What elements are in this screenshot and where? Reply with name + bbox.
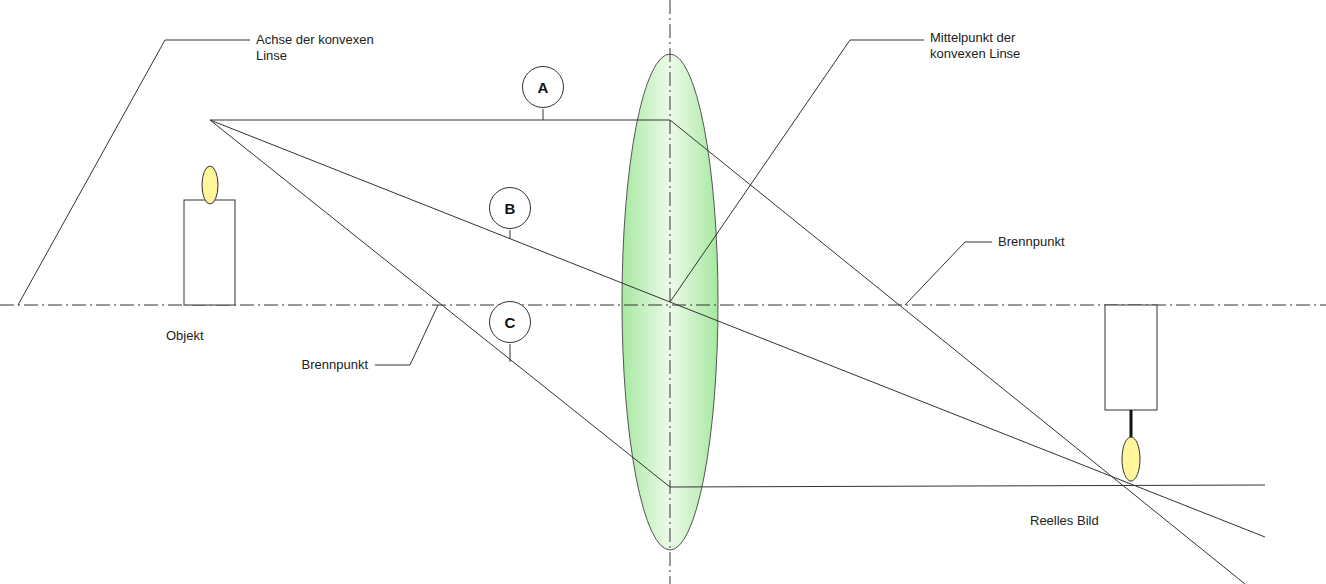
ray-c [210,120,1265,487]
lens-plane [670,0,671,584]
text-label: Objekt [166,328,246,344]
text-label: Achse der konvexen Linse [256,32,386,64]
callout-letter: B [488,186,532,230]
leader-line [375,305,438,365]
callout-letter: A [521,65,565,109]
text-label: Brennpunkt [270,357,368,373]
callout-stem [543,109,544,120]
callout-circle: B [488,186,532,230]
text-label: Brennpunkt [998,234,1108,250]
callout-stem [510,230,511,239]
candle-image [1105,305,1157,481]
callout-stem [510,344,511,362]
leader-line [18,40,250,305]
callout-circle: C [488,300,532,344]
text-label: Mittelpunkt der konvexen Linse [930,30,1042,62]
text-label: Reelles Bild [1030,513,1150,529]
callout-circle: A [521,65,565,109]
ray-b [210,120,1265,537]
leader-line [905,242,992,305]
leader-line [670,40,924,302]
ray-a [210,120,1245,584]
callout-letter: C [488,300,532,344]
candle-object [184,166,235,305]
